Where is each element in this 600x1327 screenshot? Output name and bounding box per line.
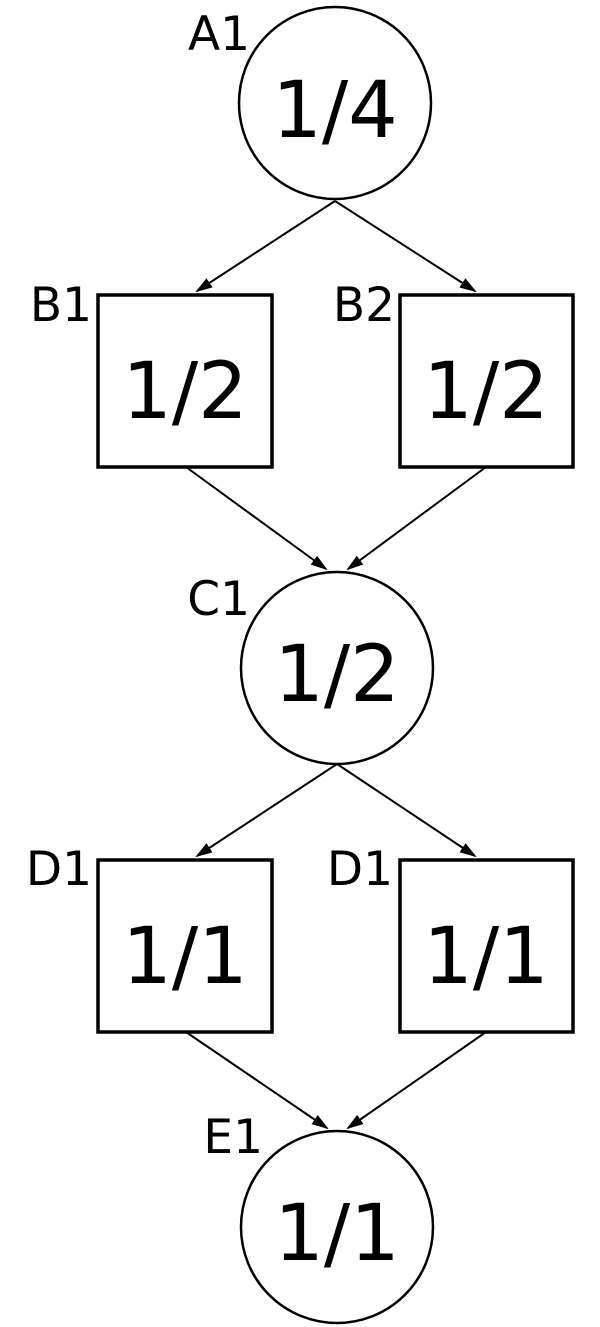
node-e1: E1 1/1	[203, 1110, 435, 1325]
node-a1-circle	[237, 5, 433, 201]
node-b2-value: 1/2	[423, 347, 549, 437]
node-d1-right-square	[398, 858, 575, 1034]
node-d1-left-value: 1/1	[122, 912, 248, 1002]
edge-c1-d1-left	[195, 763, 338, 858]
node-d1-left-square	[96, 858, 274, 1034]
node-d1-right: D1 1/1	[327, 842, 575, 1034]
node-a1-value: 1/4	[272, 66, 398, 156]
node-b2: B2 1/2	[333, 278, 575, 469]
node-b2-label: B2	[333, 278, 395, 333]
node-b1-label: B1	[30, 278, 92, 333]
edge-c1-d1-right	[336, 763, 477, 858]
edge-a1-b1	[195, 200, 336, 293]
node-e1-circle	[239, 1129, 435, 1325]
edge-layer	[185, 200, 487, 1130]
edge-b1-c1	[185, 466, 328, 571]
node-e1-label: E1	[203, 1110, 263, 1165]
edge-d1-right-e1	[346, 1031, 487, 1130]
node-d1-right-value: 1/1	[423, 912, 549, 1002]
node-a1: A1 1/4	[188, 5, 433, 201]
node-d1-right-label: D1	[327, 842, 393, 897]
node-b1-value: 1/2	[122, 347, 248, 437]
node-b2-square	[398, 293, 575, 469]
node-c1-label: C1	[187, 572, 250, 627]
edge-b2-c1	[346, 466, 487, 571]
node-c1: C1 1/2	[187, 570, 435, 766]
node-c1-circle	[239, 570, 435, 766]
node-b1-square	[96, 293, 274, 469]
edge-d1-left-e1	[185, 1031, 329, 1130]
node-b1: B1 1/2	[30, 278, 274, 469]
node-a1-label: A1	[188, 7, 250, 62]
edge-a1-b2	[334, 200, 477, 293]
node-c1-value: 1/2	[274, 630, 400, 720]
node-d1-left-label: D1	[26, 842, 92, 897]
node-d1-left: D1 1/1	[26, 842, 274, 1034]
node-e1-value: 1/1	[274, 1189, 400, 1279]
